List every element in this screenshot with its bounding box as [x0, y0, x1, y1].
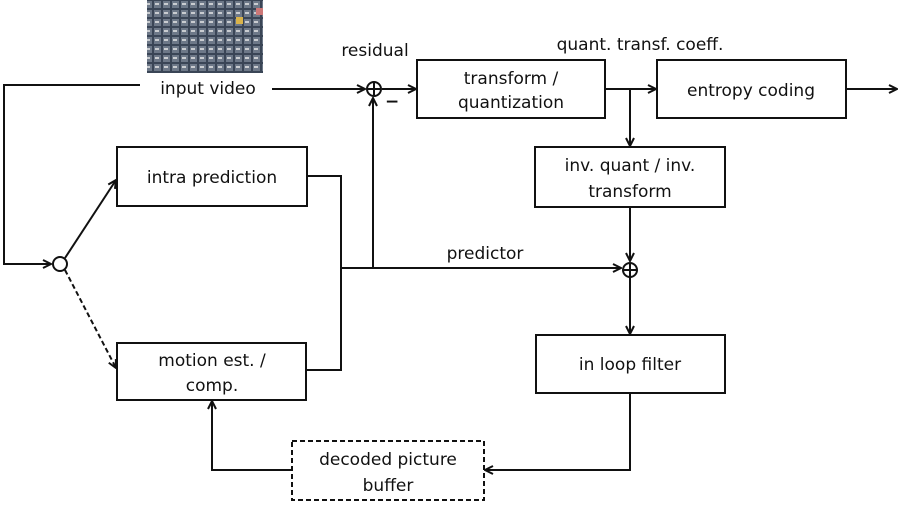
input-video-label: input video: [160, 79, 256, 99]
prediction-mode-switch: [52, 256, 68, 272]
svg-text:entropy coding: entropy coding: [687, 81, 815, 101]
reconstruction-summation-node: [622, 262, 638, 278]
inverse-transform-block: inv. quant / inv. transform: [534, 146, 726, 208]
intra-prediction-block: intra prediction: [116, 146, 308, 207]
svg-text:decoded picture: decoded picture: [319, 450, 457, 470]
svg-text:buffer: buffer: [363, 476, 414, 496]
svg-text:comp.: comp.: [186, 376, 239, 396]
svg-text:transform: transform: [588, 182, 671, 202]
transform-quantization-block: transform / quantization: [416, 59, 606, 119]
connections: [3, 84, 897, 470]
residual-summation-node: [366, 81, 382, 97]
input-video-thumbnail: [147, 0, 263, 73]
residual-label: residual: [341, 41, 408, 61]
predictor-label: predictor: [447, 244, 524, 264]
entropy-coding-block: entropy coding: [656, 59, 847, 119]
svg-text:motion est. /: motion est. /: [158, 351, 266, 371]
minus-sign: −: [385, 92, 399, 112]
decoded-picture-buffer-block: decoded picture buffer: [291, 440, 485, 501]
motion-estimation-block: motion est. / comp.: [116, 342, 307, 401]
svg-text:transform /: transform /: [464, 69, 559, 89]
svg-text:in loop filter: in loop filter: [579, 355, 681, 375]
quant-coeff-label: quant. transf. coeff.: [557, 35, 724, 55]
svg-text:quantization: quantization: [458, 93, 564, 113]
in-loop-filter-block: in loop filter: [535, 334, 726, 394]
svg-text:intra prediction: intra prediction: [147, 168, 277, 188]
svg-text:inv. quant / inv.: inv. quant / inv.: [565, 156, 696, 176]
